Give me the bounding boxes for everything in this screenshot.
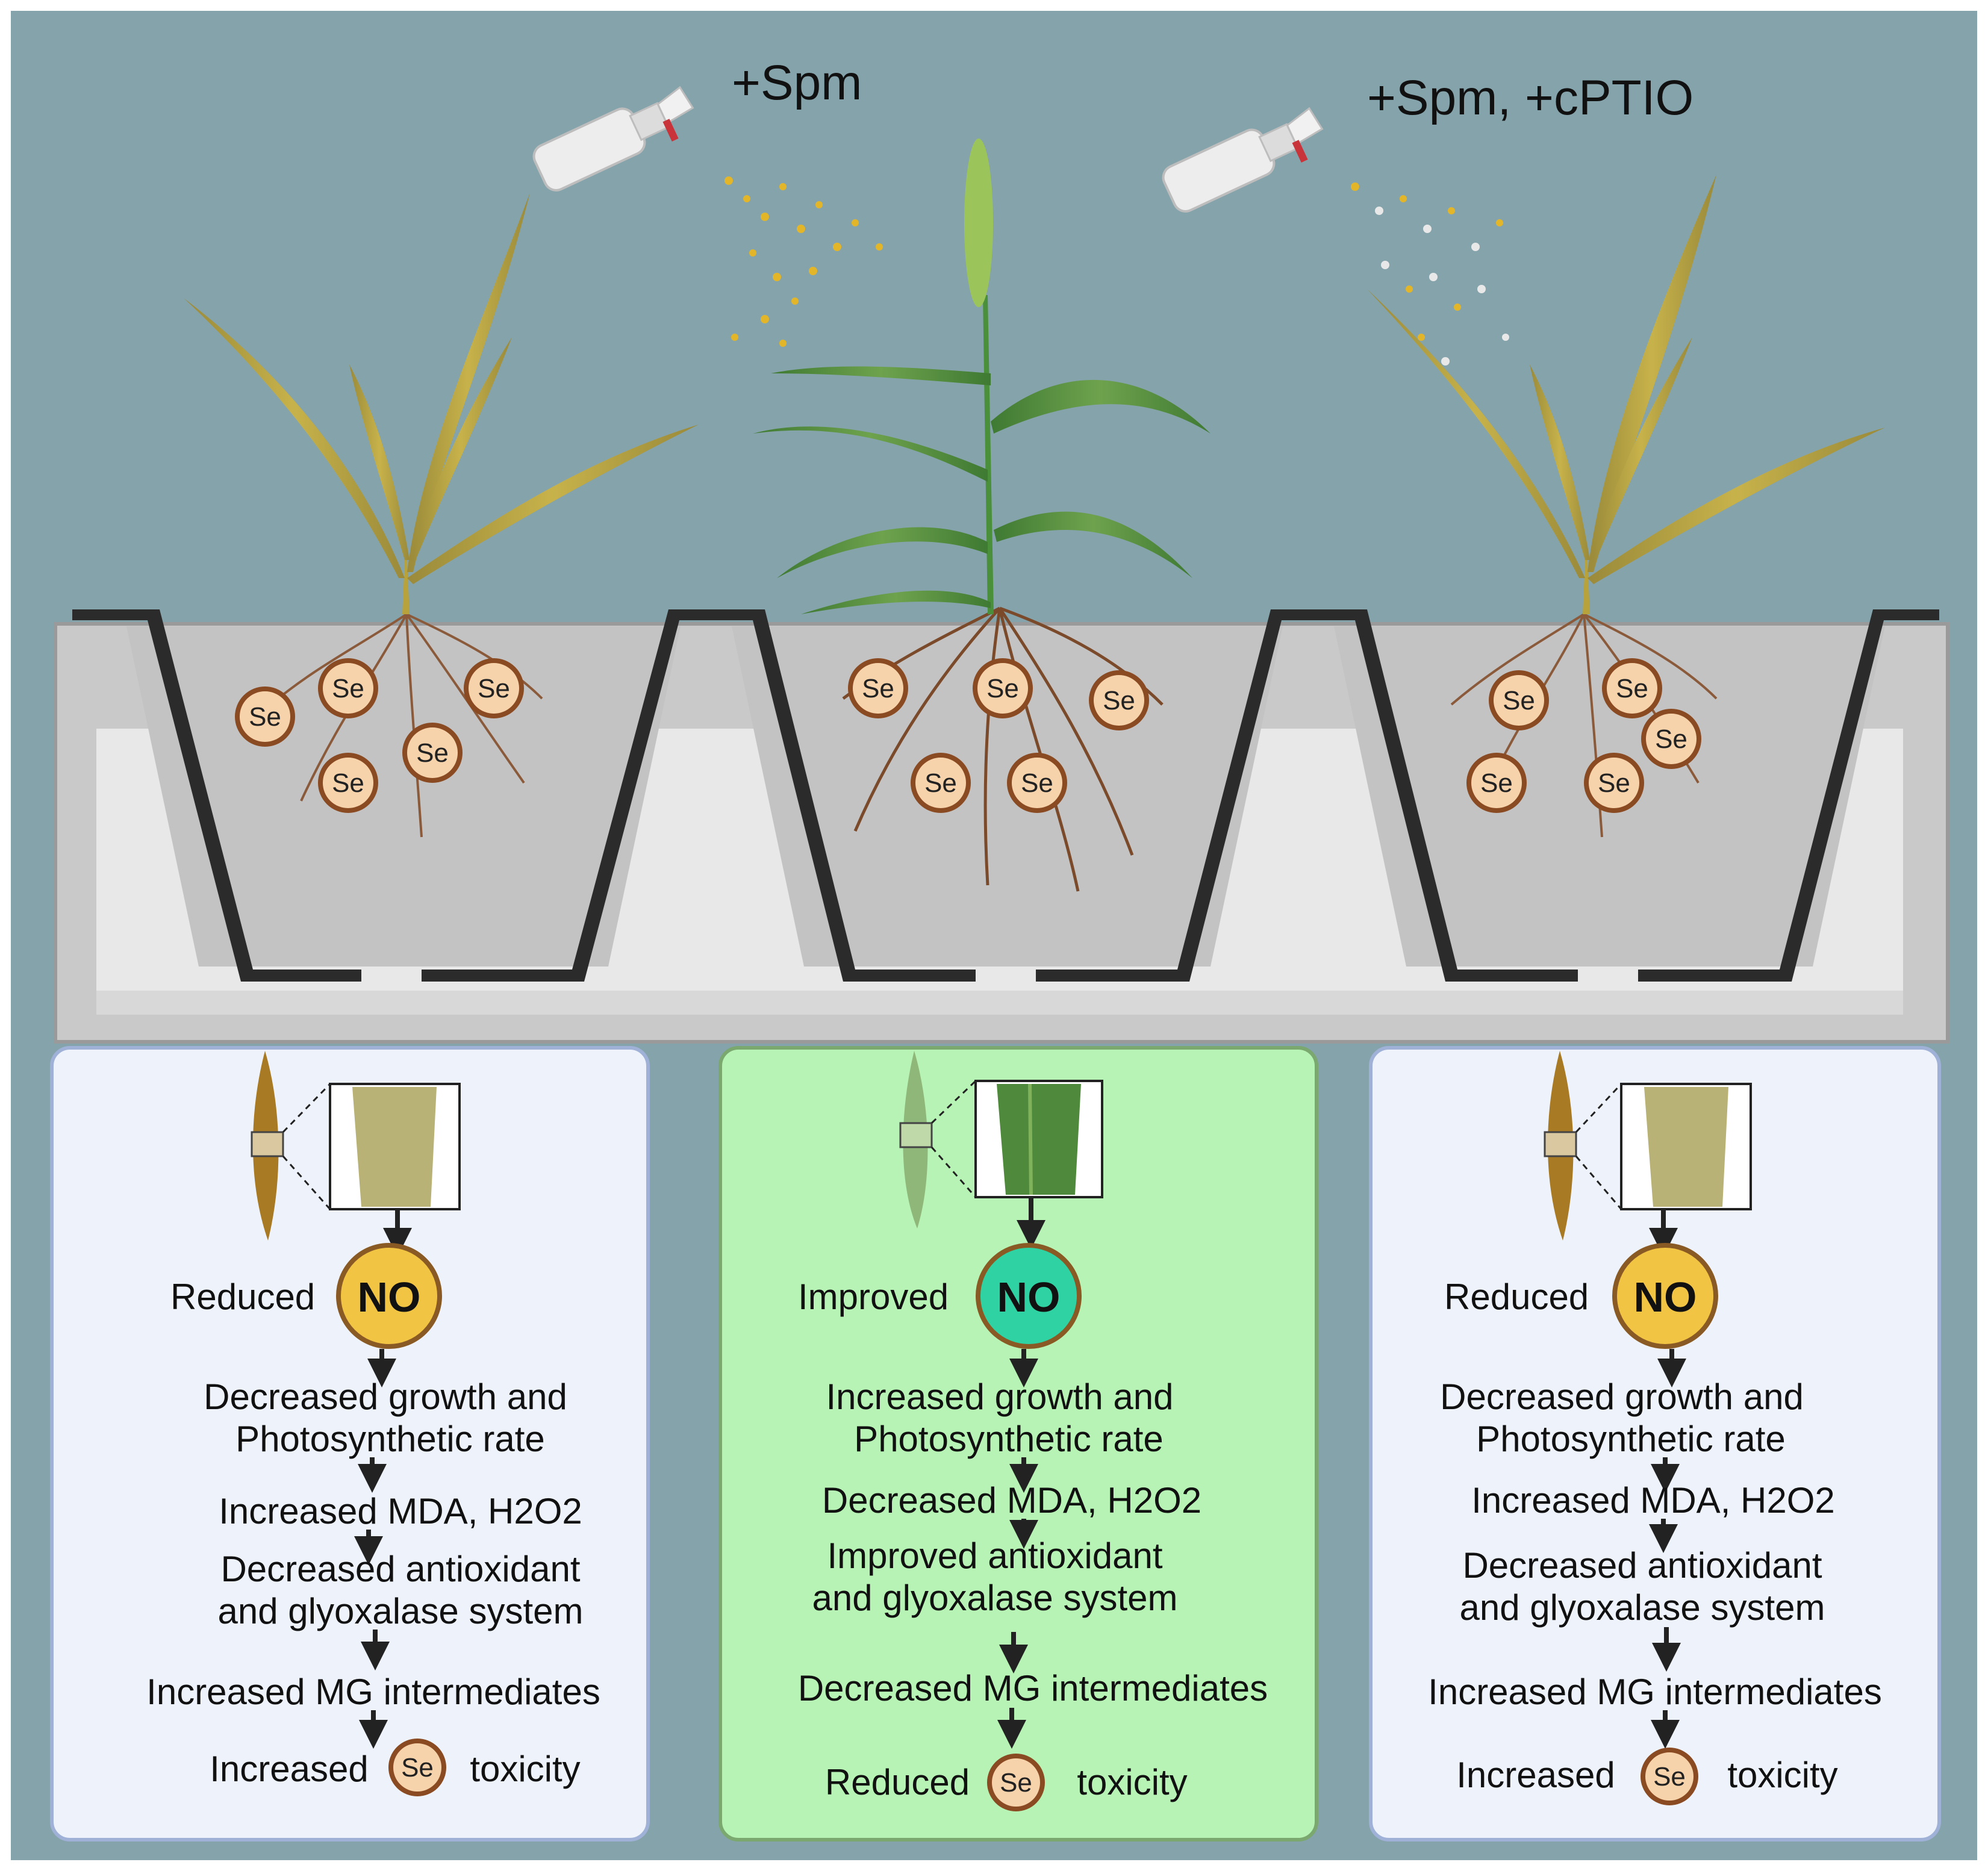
pathway-step: Increased growth and xyxy=(826,1377,1173,1417)
pathway-step: Improved antioxidant xyxy=(827,1536,1163,1576)
pathway-step: and glyoxalase system xyxy=(218,1591,584,1631)
se-marker xyxy=(388,1739,446,1796)
svg-text:Se: Se xyxy=(332,768,364,798)
se-marker: Se xyxy=(1602,658,1662,718)
svg-text:NO: NO xyxy=(1634,1274,1697,1321)
pathway-step: and glyoxalase system xyxy=(1460,1587,1825,1628)
se-marker: Se xyxy=(911,753,971,813)
svg-text:Se: Se xyxy=(1480,768,1513,798)
final-prefix: Increased xyxy=(1456,1755,1615,1795)
se-marker xyxy=(1641,1748,1698,1805)
spray-bottle-icon-right xyxy=(1162,107,1324,213)
svg-text:Se: Se xyxy=(924,768,957,798)
spray-bottle-icon-left xyxy=(532,86,694,191)
final-suffix: toxicity xyxy=(1077,1762,1187,1802)
panel-left: Reduced NO Decreased growth and Photosyn… xyxy=(50,1046,650,1841)
roots-right xyxy=(1450,613,1718,838)
no-badge xyxy=(1612,1243,1718,1349)
se-marker: Se xyxy=(1466,753,1527,813)
se-marker: Se xyxy=(1641,709,1701,769)
svg-text:NO: NO xyxy=(997,1274,1061,1321)
svg-text:Se: Se xyxy=(332,674,364,703)
svg-text:Se: Se xyxy=(1598,768,1630,798)
se-markers-right: Se Se Se Se Se xyxy=(1466,658,1701,813)
no-state-label: Reduced xyxy=(170,1277,315,1317)
pathway-step: Photosynthetic rate xyxy=(854,1419,1164,1459)
pathway-step: Photosynthetic rate xyxy=(1476,1419,1786,1459)
se-marker: Se xyxy=(235,686,295,747)
no-badge xyxy=(976,1243,1082,1349)
svg-text:Se: Se xyxy=(1103,686,1135,715)
pathway-step: and glyoxalase system xyxy=(812,1578,1178,1618)
no-state-label: Improved xyxy=(798,1277,949,1317)
panel-right: Reduced NO Decreased growth and Photosyn… xyxy=(1369,1046,1941,1841)
se-marker: Se xyxy=(973,658,1033,718)
svg-text:Se: Se xyxy=(862,674,894,703)
svg-text:Se: Se xyxy=(1653,1762,1686,1792)
se-marker: Se xyxy=(1007,753,1067,813)
plant-left xyxy=(184,193,699,614)
svg-text:NO: NO xyxy=(358,1274,421,1321)
se-marker: Se xyxy=(1584,753,1644,813)
svg-text:Se: Se xyxy=(1655,724,1687,754)
svg-text:Se: Se xyxy=(401,1753,434,1782)
svg-text:Se: Se xyxy=(1021,768,1053,798)
pathway-step: Increased MDA, H2O2 xyxy=(219,1491,582,1531)
svg-text:Se: Se xyxy=(478,674,510,703)
svg-text:Se: Se xyxy=(1616,674,1648,703)
se-markers-left: Se Se Se Se Se xyxy=(235,658,524,813)
svg-text:Se: Se xyxy=(1503,686,1535,715)
pathway-step: Decreased antioxidant xyxy=(1462,1545,1822,1586)
se-marker: Se xyxy=(318,658,378,718)
se-markers-middle: Se Se Se Se Se xyxy=(848,658,1149,813)
pathway-step: Decreased antioxidant xyxy=(220,1549,580,1589)
no-badge xyxy=(336,1243,442,1349)
pathway-step: Decreased MG intermediates xyxy=(798,1668,1268,1708)
treatment-label-spm: +Spm xyxy=(732,55,862,110)
no-state-label: Reduced xyxy=(1444,1277,1589,1317)
final-prefix: Increased xyxy=(210,1749,369,1789)
pathway-step: Decreased growth and xyxy=(204,1377,567,1417)
svg-text:Se: Se xyxy=(986,674,1019,703)
final-suffix: toxicity xyxy=(470,1749,580,1789)
se-marker: Se xyxy=(464,658,524,718)
treatment-label-spm-cptio: +Spm, +cPTIO xyxy=(1367,70,1694,125)
svg-text:Se: Se xyxy=(249,702,281,732)
svg-text:Se: Se xyxy=(416,738,449,768)
final-suffix: toxicity xyxy=(1727,1755,1837,1795)
se-marker: Se xyxy=(848,658,908,718)
se-marker: Se xyxy=(318,753,378,813)
spray-droplets-right xyxy=(1351,182,1509,366)
pathway-step: Decreased MDA, H2O2 xyxy=(822,1480,1201,1521)
svg-text:Se: Se xyxy=(1000,1768,1032,1798)
se-marker: Se xyxy=(402,723,463,783)
pathway-step: Increased MG intermediates xyxy=(1428,1672,1882,1712)
se-marker: Se xyxy=(1089,670,1149,730)
pathway-step: Increased MG intermediates xyxy=(146,1672,600,1712)
panel-middle: Improved NO Increased growth and Photosy… xyxy=(718,1046,1318,1841)
final-prefix: Reduced xyxy=(825,1762,970,1802)
pathway-step: Increased MDA, H2O2 xyxy=(1471,1480,1835,1521)
spray-droplets-left xyxy=(724,176,883,347)
pathway-step: Decreased growth and xyxy=(1440,1377,1804,1417)
plant-right xyxy=(1367,175,1885,614)
se-marker xyxy=(987,1754,1045,1811)
pathway-step: Photosynthetic rate xyxy=(235,1419,545,1459)
se-marker: Se xyxy=(1489,670,1549,730)
plant-middle xyxy=(753,139,1211,614)
